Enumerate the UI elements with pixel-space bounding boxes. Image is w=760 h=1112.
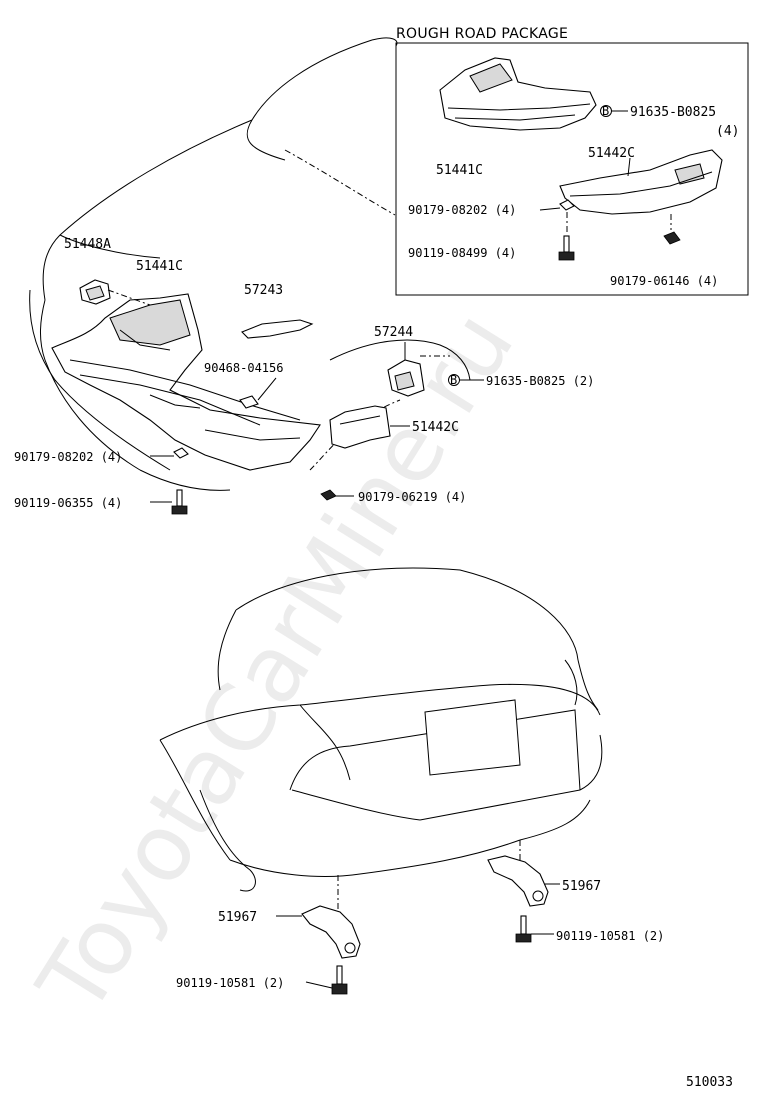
bolt-90119-10581-right	[515, 915, 532, 943]
label-rrp-91635-b0825: 91635-B0825	[630, 105, 716, 120]
label-51967-left: 51967	[218, 910, 257, 925]
bracket-57244	[387, 359, 425, 397]
label-90119-06355: 90119-06355 (4)	[14, 496, 122, 510]
bolt-90119-10581-left	[331, 965, 348, 995]
bolt-90119-06355	[171, 489, 188, 515]
label-51441c: 51441C	[136, 259, 183, 274]
label-90468-04156: 90468-04156	[204, 361, 283, 375]
rrp-nut-90179-06146	[663, 231, 681, 245]
label-rrp-91635-b0825-qty: (4)	[716, 124, 739, 139]
side-cover-51442c	[329, 405, 391, 449]
svg-text:B: B	[602, 104, 609, 118]
watermark-text: ToyotaCarMine.ru	[17, 293, 534, 1032]
label-rrp-51442c: 51442C	[588, 146, 635, 161]
label-rrp-90179-08202: 90179-08202 (4)	[408, 203, 516, 217]
label-rrp-90119-08499: 90119-08499 (4)	[408, 246, 516, 260]
seal-57243	[241, 319, 314, 339]
diagram-number: 510033	[686, 1075, 733, 1090]
label-91635-b0825: 91635-B0825 (2)	[486, 374, 594, 388]
clip-90468-04156	[239, 395, 259, 409]
label-90119-10581-right: 90119-10581 (2)	[556, 929, 664, 943]
rrp-side-cover-51442c	[559, 149, 723, 215]
nut-90179-08202-front	[173, 447, 189, 459]
rear-car-body	[159, 567, 603, 892]
label-57243: 57243	[244, 283, 283, 298]
tow-hook-51967-left	[301, 905, 361, 959]
rough-road-package-title: ROUGH ROAD PACKAGE	[396, 26, 568, 42]
rough-road-package-box	[395, 42, 749, 296]
label-57244: 57244	[374, 325, 413, 340]
rrp-clip-b-symbol: B	[600, 104, 612, 118]
label-90179-08202: 90179-08202 (4)	[14, 450, 122, 464]
rrp-under-cover-51441c	[439, 57, 597, 131]
label-90119-10581-left: 90119-10581 (2)	[176, 976, 284, 990]
label-rrp-51441c: 51441C	[436, 163, 483, 178]
label-90179-06219: 90179-06219 (4)	[358, 490, 466, 504]
label-rrp-90179-06146: 90179-06146 (4)	[610, 274, 718, 288]
bracket-51448a	[79, 279, 111, 305]
clip-b-symbol-front: B	[448, 373, 460, 387]
front-under-cover-51441c	[51, 293, 321, 471]
label-51448a: 51448A	[64, 237, 111, 252]
rrp-nut-90179-08202	[559, 199, 575, 211]
tow-hook-51967-right	[487, 855, 549, 907]
front-car-body	[29, 37, 471, 491]
label-51967-right: 51967	[562, 879, 601, 894]
svg-text:B: B	[450, 373, 457, 387]
label-51442c: 51442C	[412, 420, 459, 435]
rrp-bolt-90119-08499	[558, 235, 575, 261]
